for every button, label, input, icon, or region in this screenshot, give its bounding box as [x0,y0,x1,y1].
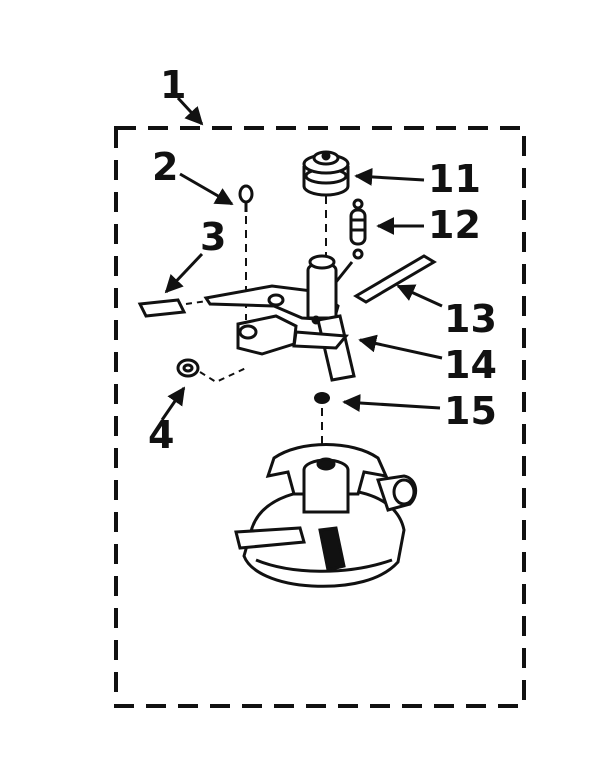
callout-2: 2 [152,145,178,189]
callout-1: 1 [160,63,186,107]
arm-assembly-part-14 [203,254,356,382]
leader-4 [160,386,186,421]
leader-15 [342,394,441,412]
assembly-boundary [114,126,526,708]
leader-11 [354,167,425,186]
lever-part-13 [353,254,437,304]
leader-13 [396,284,443,308]
callout-4: 4 [148,413,174,457]
gearcase-housing [234,443,418,588]
callout-13: 13 [444,297,497,341]
callout-15: 15 [444,389,497,433]
leader-2 [179,172,234,206]
pin-part-2 [238,184,254,212]
callout-3: 3 [200,215,226,259]
clip-part-15 [314,392,330,404]
callout-14: 14 [444,343,497,387]
spring-part-12 [349,198,367,260]
leader-1 [176,96,204,126]
washer-leader-line [199,367,247,384]
leader-arrows [160,96,443,421]
leader-14 [358,334,443,360]
washer-part-4 [176,358,200,378]
leader-3 [164,252,204,294]
callout-12: 12 [428,203,481,247]
callout-11: 11 [428,157,481,201]
pad-part-3 [137,298,187,318]
pulley-part-11 [302,150,350,197]
